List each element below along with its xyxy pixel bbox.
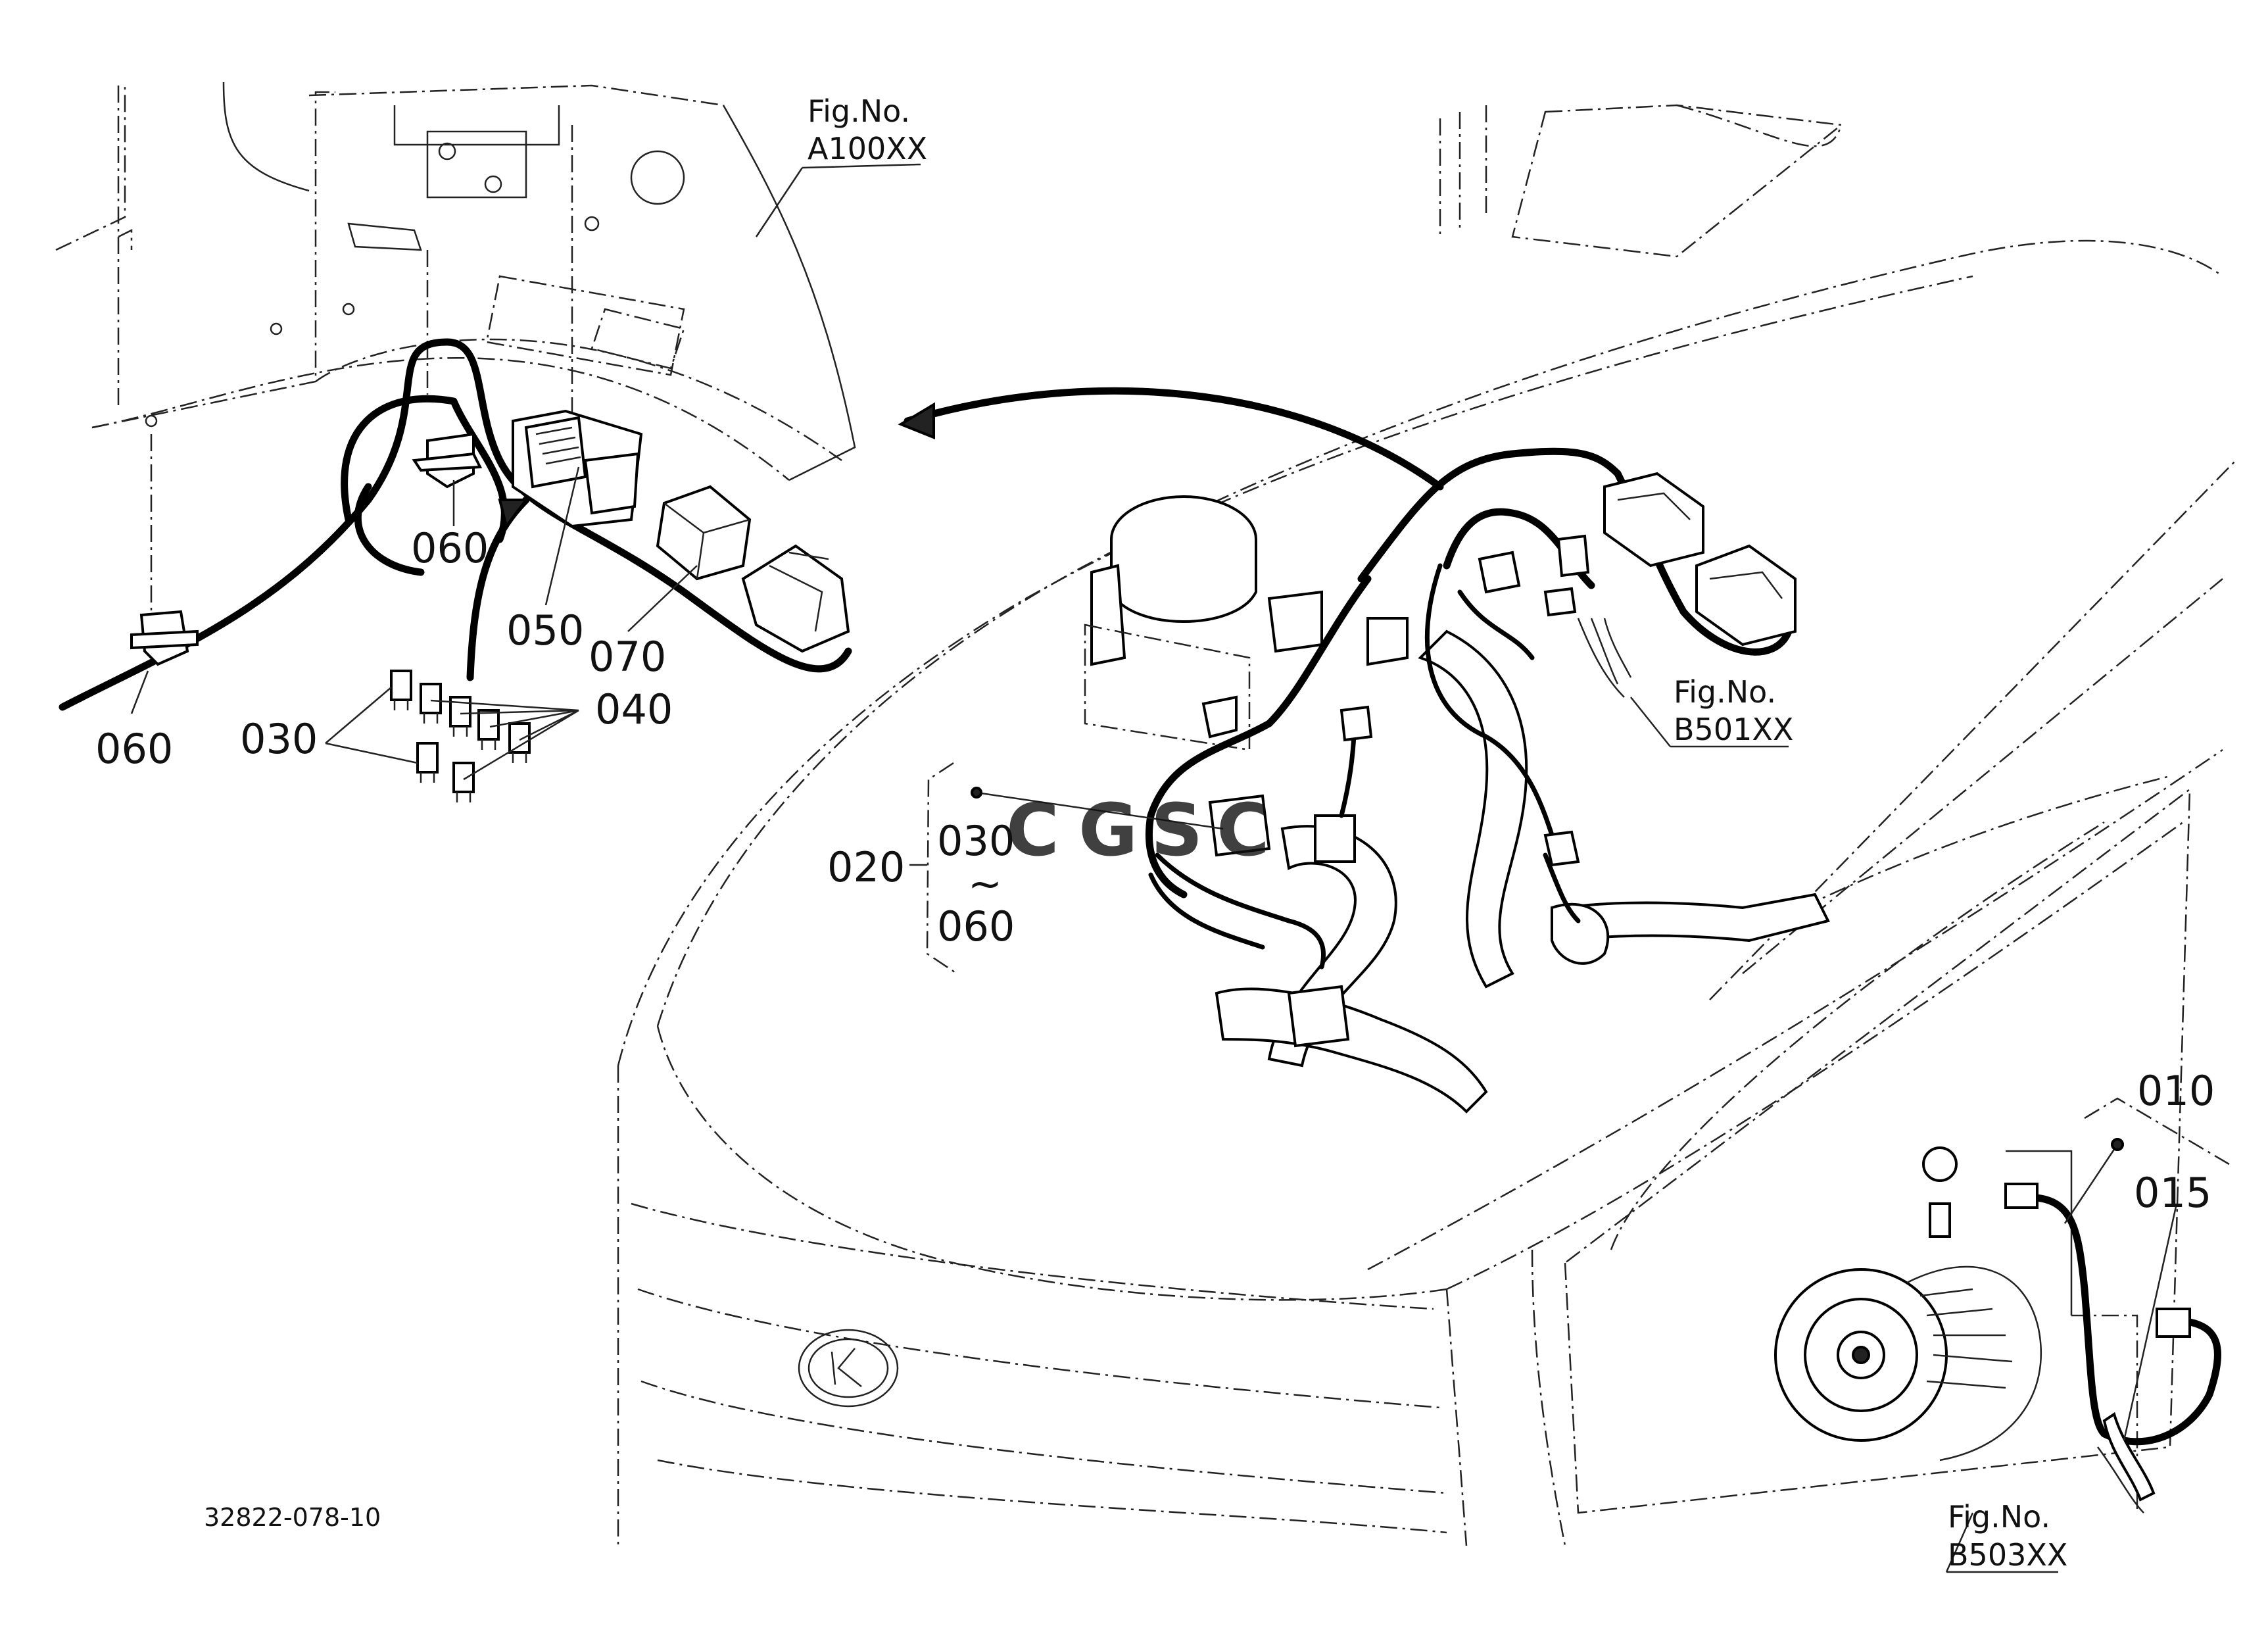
part-label-015: 015 (2134, 1169, 2211, 1217)
part-label-020: 020 (827, 843, 905, 891)
cable-clip-060-upper (412, 432, 483, 489)
alternator-harness (2004, 1183, 2221, 1513)
left-harness (59, 338, 1444, 711)
dashboard-bracket (55, 82, 856, 612)
fig-ref-b501: Fig.No. B501XX (1674, 674, 1793, 747)
part-label-030-range: 030 (937, 817, 1015, 865)
relay-070 (656, 485, 752, 581)
watermark-letter-s: S (1151, 788, 1203, 872)
part-label-060-left: 060 (95, 725, 173, 773)
tractor-body-outline (617, 104, 2236, 1546)
drawing-code: 32822-078-10 (204, 1503, 381, 1532)
watermark-logo: C G S C (1006, 788, 1270, 872)
fig-ref-b503-line2: B503XX (1948, 1537, 2067, 1573)
watermark-letter-c1: C (1006, 788, 1059, 872)
part-label-050: 050 (506, 606, 584, 654)
fuses-030-040 (390, 670, 531, 802)
part-label-040: 040 (595, 685, 673, 733)
watermark-letter-g: G (1078, 788, 1138, 872)
fig-ref-b501-line2: B501XX (1674, 712, 1793, 747)
right-connectors (1201, 472, 1797, 867)
part-label-range-tilde: ~ (968, 860, 1002, 908)
fig-ref-b501-line1: Fig.No. (1674, 674, 1776, 710)
connector-left (741, 544, 850, 653)
part-label-070: 070 (589, 633, 666, 681)
part-label-010: 010 (2137, 1067, 2215, 1115)
fuse-box-050 (512, 409, 643, 528)
fig-ref-a100-line2: A100XX (808, 131, 927, 166)
part-label-060-range: 060 (937, 902, 1015, 950)
fig-ref-a100: Fig.No. A100XX (808, 93, 927, 166)
leader-lines (130, 163, 2230, 1573)
fig-ref-b503-line1: Fig.No. (1948, 1499, 2050, 1535)
alternator (1774, 1146, 2138, 1513)
right-harness (1145, 447, 1793, 970)
watermark-letter-c2: C (1217, 788, 1270, 872)
fig-ref-a100-line1: Fig.No. (808, 93, 910, 129)
engine-components (1084, 495, 1830, 1114)
fig-ref-b503: Fig.No. B503XX (1948, 1499, 2067, 1573)
cable-clip-060-left (130, 610, 199, 666)
part-label-060-upper: 060 (411, 524, 489, 572)
part-label-030: 030 (240, 715, 318, 763)
